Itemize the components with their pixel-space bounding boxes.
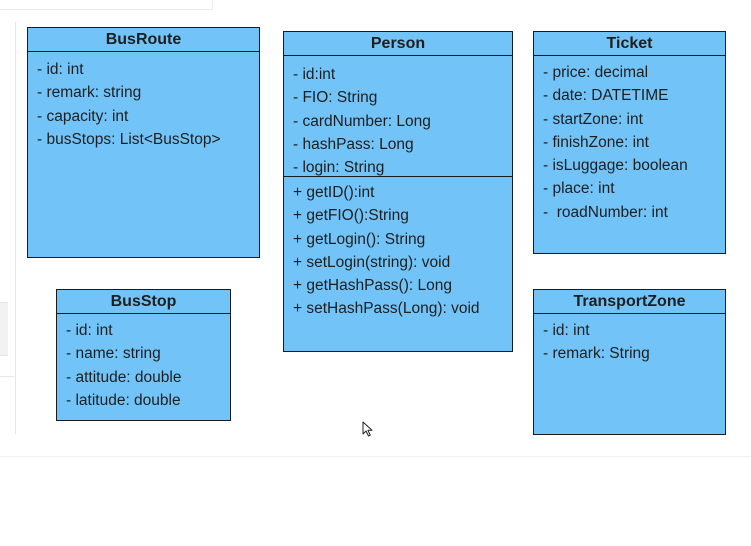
attribute-row: - price: decimal (543, 64, 649, 81)
attribute-row: - place: int (543, 180, 615, 198)
attribute-list: - id: int - remark: String (534, 314, 725, 366)
attribute-row: - attitude: double (66, 368, 182, 386)
class-ticket[interactable]: Ticket - price: decimal - date: DATETIME… (533, 31, 726, 254)
attribute-row: - login: String (293, 159, 385, 177)
attribute-row: - finishZone: int (543, 133, 649, 151)
method-row: + setHashPass(Long): void (293, 300, 480, 318)
method-row: + getLogin(): String (293, 230, 426, 248)
attribute-row: - roadNumber: int (543, 203, 668, 221)
class-transportzone[interactable]: TransportZone - id: int - remark: String (533, 289, 726, 435)
method-list: + getID():int + getFIO():String + getLog… (284, 176, 512, 321)
method-row: + getHashPass(): Long (293, 277, 452, 295)
attribute-row: - capacity: int (37, 107, 129, 125)
method-row: + setLogin(string): void (293, 253, 451, 271)
attribute-row: - isLuggage: boolean (543, 157, 688, 175)
attribute-list: - id: int - remark: string - capacity: i… (28, 52, 259, 151)
attribute-row: - id: int (66, 322, 113, 339)
attribute-list: - id:int - FIO: String - cardNumber: Lon… (284, 56, 512, 176)
attribute-row: - name: string (66, 345, 161, 363)
panel-divider (0, 376, 14, 377)
class-title: BusStop (57, 290, 230, 314)
attribute-row: - id:int (293, 66, 336, 83)
attribute-row: - cardNumber: Long (293, 112, 431, 130)
class-title: Person (284, 32, 512, 56)
method-row: + getFIO():String (293, 207, 409, 225)
panel-tab (0, 302, 8, 356)
class-person[interactable]: Person - id:int - FIO: String - cardNumb… (283, 31, 513, 352)
attribute-row: - FIO: String (293, 89, 378, 107)
attribute-row: - remark: string (37, 84, 142, 102)
class-busstop[interactable]: BusStop - id: int - name: string - attit… (56, 289, 231, 421)
canvas-top-edge (0, 0, 213, 10)
canvas-bottom-edge (0, 456, 751, 457)
class-title: Ticket (534, 32, 725, 56)
class-title: BusRoute (28, 28, 259, 52)
canvas-left-panel-edge (0, 22, 16, 434)
attribute-row: - id: int (543, 322, 590, 339)
attribute-list: - id: int - name: string - attitude: dou… (57, 314, 230, 412)
mouse-cursor-icon (362, 421, 373, 437)
attribute-row: - latitude: double (66, 391, 181, 409)
class-busroute[interactable]: BusRoute - id: int - remark: string - ca… (27, 27, 260, 258)
attribute-row: - remark: String (543, 345, 650, 363)
attribute-row: - startZone: int (543, 110, 643, 128)
attribute-row: - hashPass: Long (293, 135, 414, 153)
attribute-row: - id: int (37, 61, 84, 78)
class-title: TransportZone (534, 290, 725, 314)
attribute-list: - price: decimal - date: DATETIME - star… (534, 56, 725, 224)
attribute-row: - date: DATETIME (543, 87, 669, 105)
attribute-row: - busStops: List<BusStop> (37, 130, 221, 148)
method-row: + getID():int (293, 184, 375, 201)
